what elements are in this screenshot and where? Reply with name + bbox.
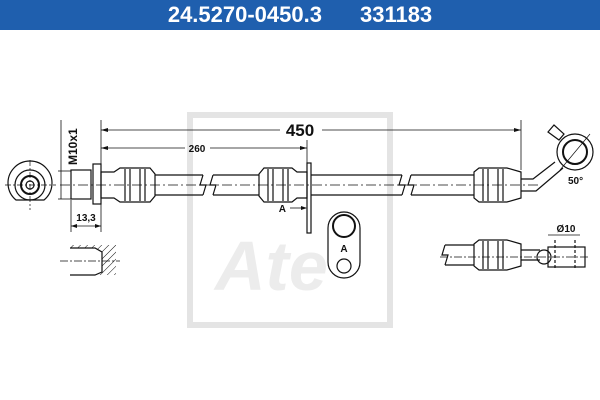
part-number: 24.5270-0450.3 bbox=[167, 2, 322, 27]
dimension-lines bbox=[58, 120, 580, 236]
thread-label: M10x1 bbox=[66, 128, 80, 165]
reference-number: 331183 bbox=[359, 2, 433, 27]
section-view bbox=[60, 245, 120, 276]
banjo-fitting bbox=[547, 124, 594, 171]
watermark-logo: Ate bbox=[187, 112, 393, 328]
end-view bbox=[5, 160, 56, 210]
total-length-label: 450 bbox=[286, 121, 314, 140]
dimension-arrows bbox=[71, 128, 521, 228]
detail-a-view bbox=[327, 211, 361, 279]
view-a-label: A bbox=[279, 204, 286, 215]
banjo-diameter-label: Ø10 bbox=[557, 224, 576, 235]
fitting-length-label: 13,3 bbox=[76, 213, 96, 224]
side-view bbox=[440, 239, 590, 271]
svg-text:Ate: Ate bbox=[213, 227, 328, 305]
hose-assembly bbox=[60, 161, 564, 234]
title-bar: 24.5270-0450.3 331183 bbox=[0, 0, 600, 30]
detail-a-label: A bbox=[340, 244, 347, 255]
bend-angle-label: 50° bbox=[568, 176, 583, 187]
bracket-distance-label: 260 bbox=[189, 144, 206, 155]
